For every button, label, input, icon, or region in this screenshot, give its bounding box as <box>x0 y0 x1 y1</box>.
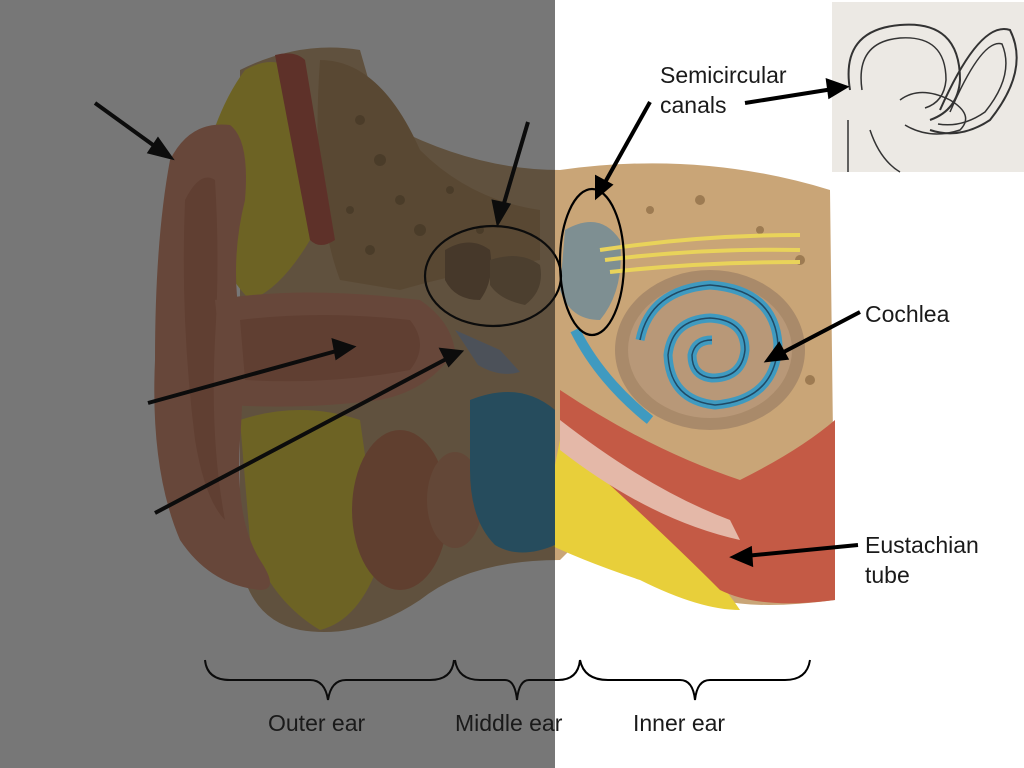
eustachian-label-line1: Eustachian <box>865 532 979 558</box>
inset-semicircular-sketch <box>832 2 1024 173</box>
eustachian-tube-label: Eustachian tube <box>865 530 979 590</box>
cochlear-duct <box>570 327 654 424</box>
inner-ear-label: Inner ear <box>633 710 726 736</box>
arrow-eustachian-head <box>729 545 754 568</box>
middle-ear-label: Middle ear <box>455 710 563 736</box>
arrow-eustachian <box>744 543 859 558</box>
arrow-semicircular-head <box>825 78 850 100</box>
dim-overlay <box>0 0 555 768</box>
cochlea-label: Cochlea <box>865 301 950 327</box>
brace-inner-ear <box>579 659 811 701</box>
fat-right <box>540 440 740 610</box>
vestibule <box>560 222 621 320</box>
eustachian-label-line2: tube <box>865 562 910 588</box>
eustachian-lining <box>560 420 740 540</box>
arrow-vestibule <box>601 101 652 187</box>
eustachian-muscle <box>560 390 835 604</box>
outer-ear-label: Outer ear <box>268 710 366 736</box>
cochlea-spiral <box>615 270 805 430</box>
arrow-cochlea-head <box>763 341 790 363</box>
semicircular-label-line1: Semicircular <box>660 62 787 88</box>
vestibulocochlear-nerve <box>599 233 801 274</box>
vestibule-oval <box>558 187 626 337</box>
arrow-vestibule-head <box>595 174 614 201</box>
semicircular-canals-label: Semicircular canals <box>660 60 787 120</box>
arrow-semicircular <box>744 87 834 105</box>
semicircular-label-line2: canals <box>660 92 727 118</box>
arrow-cochlea <box>777 310 861 357</box>
